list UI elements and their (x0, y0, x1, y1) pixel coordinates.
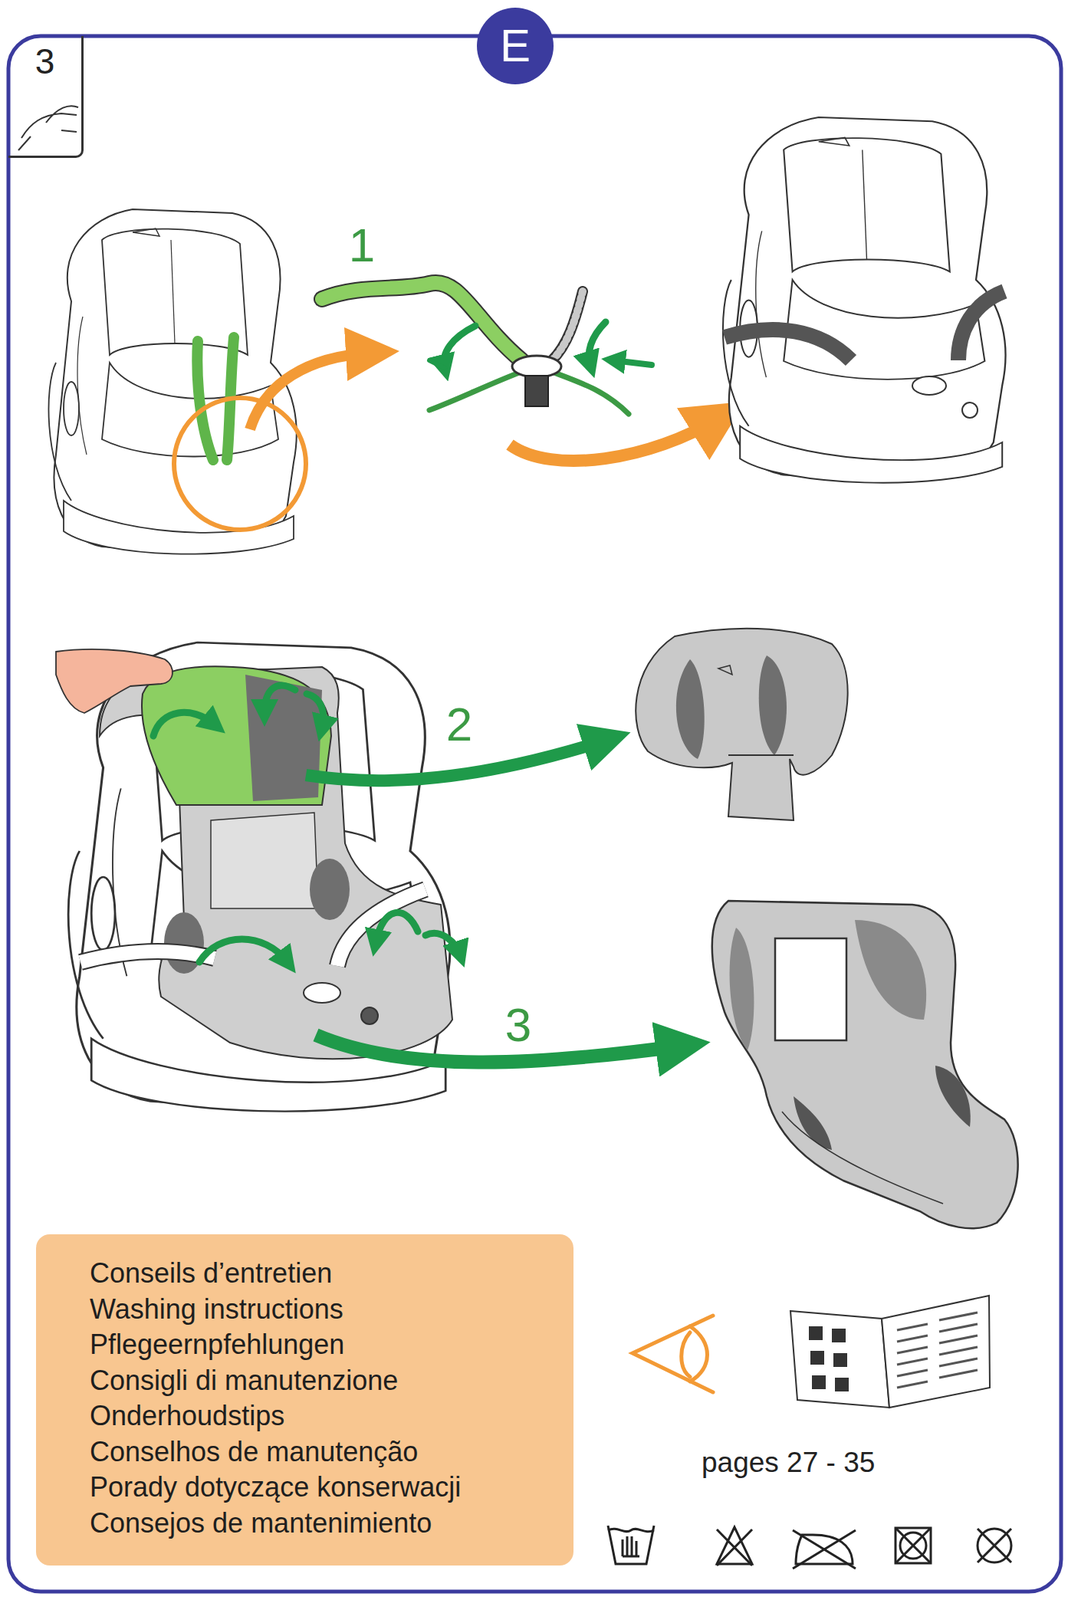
car-seat (48, 209, 296, 555)
care-symbols (607, 1525, 1012, 1569)
highlight-circle (174, 397, 306, 530)
seat-cover (99, 667, 453, 1059)
node-text: 3 (8, 40, 82, 83)
page-reference: pages 27 - 35 (701, 1447, 875, 1479)
harness-part (322, 282, 652, 415)
node-text: Pflegeernpfehlungen (89, 1327, 574, 1364)
cover-patch (309, 858, 350, 921)
node-text: E (499, 23, 531, 70)
node-text: Onderhoudstips (89, 1398, 574, 1435)
node-text: Consejos de mantenimiento (89, 1505, 574, 1542)
step-box: 3 (8, 36, 84, 158)
section-badge: E (476, 7, 554, 85)
car-seat (722, 117, 1006, 484)
eye-icon (632, 1315, 714, 1393)
buckle (912, 376, 978, 418)
node-text: Consigli di manutenzione (89, 1363, 574, 1400)
white-straps (80, 889, 426, 967)
callout-number: 1 (348, 219, 375, 272)
dark-straps (724, 291, 1005, 361)
hand (55, 649, 173, 714)
node-text: Washing instructions (89, 1291, 574, 1328)
care-note-box: Conseils d’entretienWashing instructions… (36, 1234, 574, 1566)
node-text: Porady dotyczące konserwacji (89, 1469, 574, 1506)
node-text: Conseils d’entretien (89, 1255, 574, 1292)
callout-number: 2 (446, 698, 473, 751)
node-text: Conselhos de manutenção (89, 1434, 574, 1471)
orange-arrow (249, 352, 373, 430)
orange-arrow (509, 417, 720, 461)
callout-number: 3 (505, 998, 532, 1052)
headrest-cover (141, 666, 332, 806)
cover-panel (210, 812, 319, 909)
booklet-icon (790, 1295, 990, 1408)
hand-icon (18, 105, 79, 151)
buckle (303, 982, 378, 1025)
headrest-cover-part (635, 628, 848, 821)
seat-cover-part (712, 900, 1019, 1229)
remove-arrows (153, 685, 461, 963)
green-arrow (315, 1035, 684, 1063)
page-frame (8, 36, 1062, 1592)
